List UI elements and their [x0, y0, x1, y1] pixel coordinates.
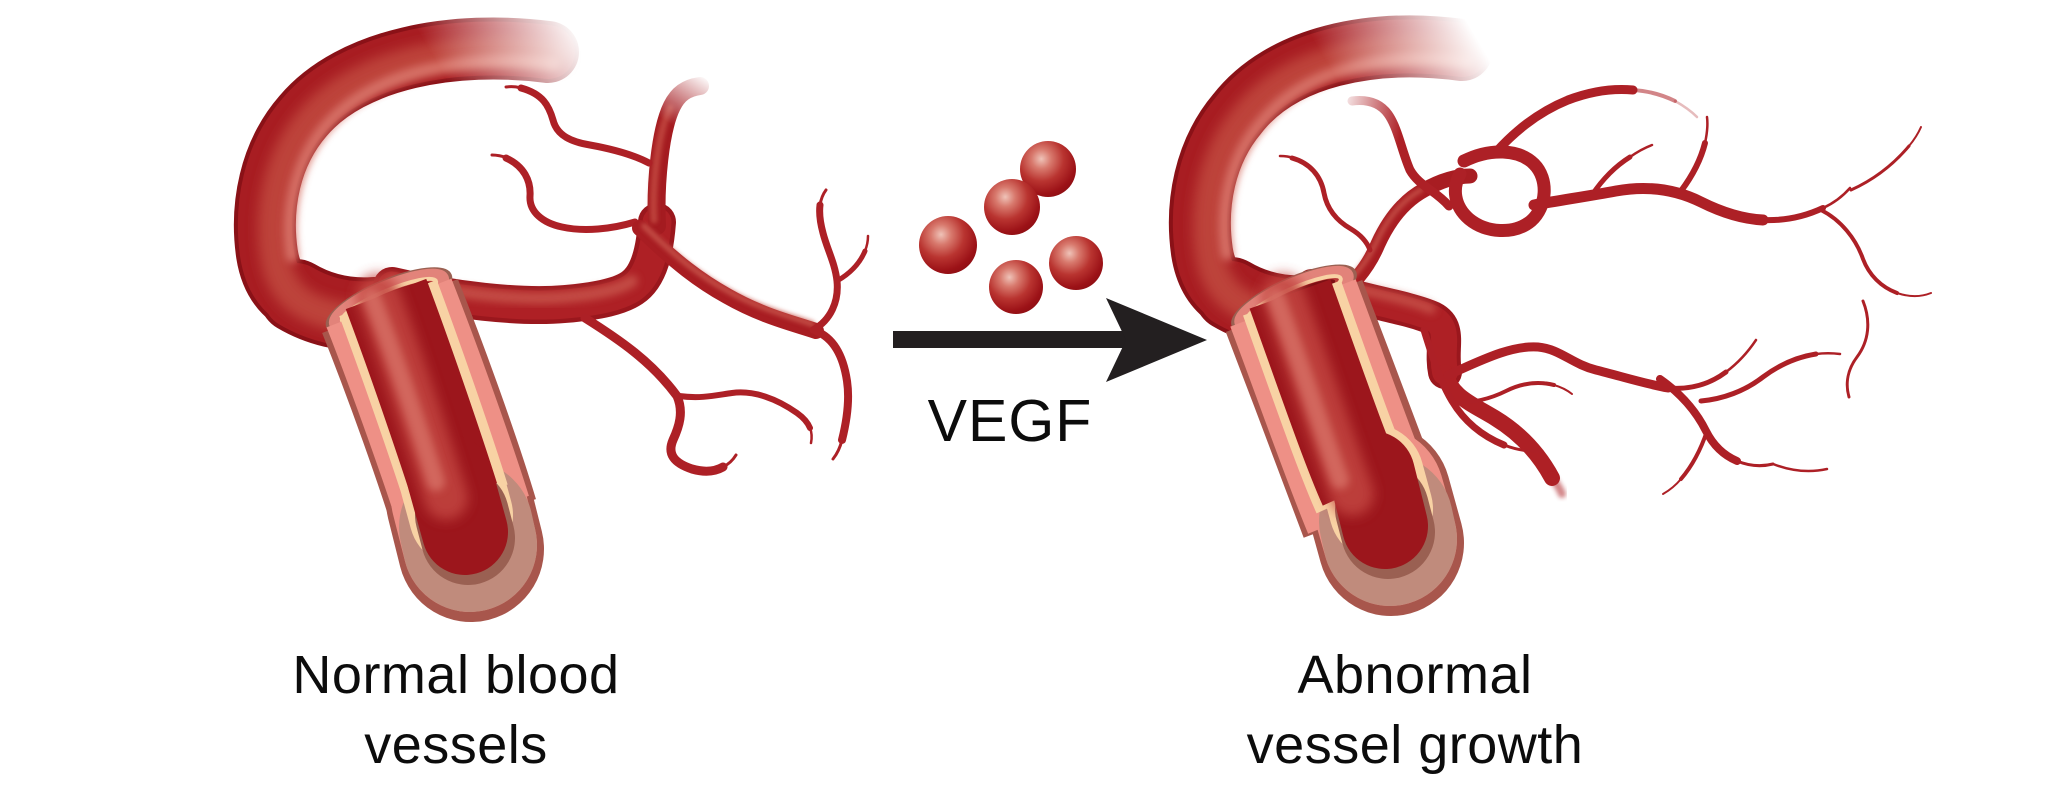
- caption-line: vessel growth: [1246, 715, 1584, 775]
- vegf-arrow-icon: [893, 298, 1207, 382]
- vegf-label: VEGF: [927, 388, 1093, 454]
- vegf-molecule: [984, 179, 1040, 235]
- main-vessel: [233, 17, 579, 352]
- vegf-molecule: [1049, 236, 1103, 290]
- vessel-cross-section: [1225, 274, 1464, 616]
- vegf-molecules: [919, 141, 1103, 314]
- vessel-cross-section: [322, 274, 544, 622]
- caption-line: Abnormal: [1297, 645, 1533, 705]
- abnormal-vessel-illustration: [1168, 15, 1932, 616]
- abnormal-vessels-caption: Abnormal vessel growth: [1065, 640, 1765, 780]
- normal-vessels-caption: Normal blood vessels: [106, 640, 806, 780]
- vegf-molecule: [919, 216, 977, 274]
- caption-line: Normal blood: [292, 645, 620, 705]
- caption-line: vessels: [364, 715, 548, 775]
- vegf-molecule: [1020, 141, 1076, 197]
- normal-vessel-illustration: [233, 17, 870, 622]
- vegf-molecule: [989, 260, 1043, 314]
